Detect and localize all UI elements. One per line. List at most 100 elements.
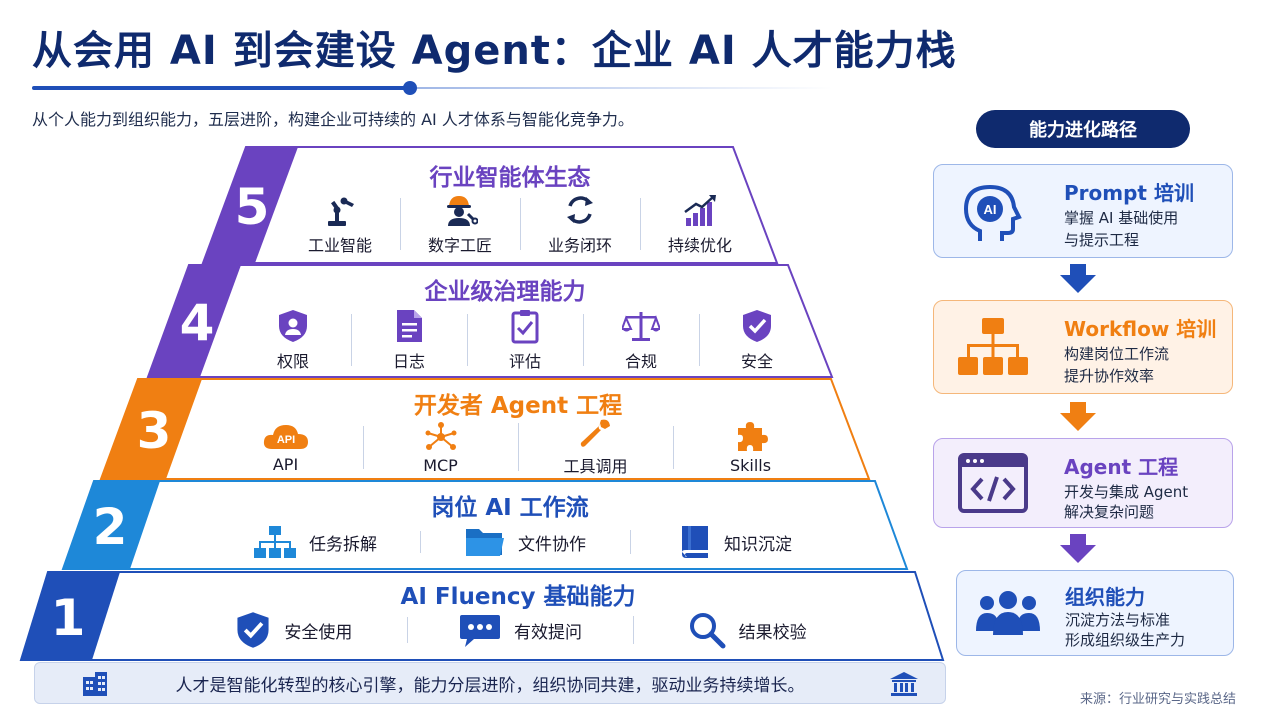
layer-5-number: 5 [234,178,270,236]
footer-banner: 人才是智能化转型的核心引擎，能力分层进阶，组织协同共建，驱动业务持续增长。 [34,662,946,704]
checklist-icon [511,310,539,344]
layer-3-item-label: Skills [729,455,772,475]
layer-2-items: 任务拆解 文件协作 知识沉淀 [210,520,840,564]
pyramid-layer-2: 2 岗位 AI 工作流 任务拆解 文件协作 [60,480,910,570]
path-card-title: 组织能力 [1065,585,1145,609]
layer-4-item-label: 权限 [276,352,309,371]
arrow-down-icon [1060,534,1096,563]
title-underline-dot [403,81,417,95]
layer-3-item-label: MCP [423,455,458,475]
layer-2-item-label: 任务拆解 [309,534,377,555]
path-card-desc-line1: 开发与集成 Agent [1064,483,1189,501]
layer-3-item-tool-calling: 工具调用 [518,417,673,477]
path-card-organization: 组织能力 沉淀方法与标准 形成组织级生产力 [956,570,1234,656]
page-title: 从会用 AI 到会建设 Agent：企业 AI 人才能力栈 [32,28,957,74]
pyramid-layer-4: 4 企业级治理能力 权限 日志 [145,264,835,378]
layer-2-item-knowledge-accumulation: 知识沉淀 [630,524,840,560]
layer-1-item-label: 安全使用 [284,622,353,643]
layer-1-item-effective-prompting: 有效提问 [406,611,634,649]
layer-4-title: 企业级治理能力 [424,279,586,305]
path-header: 能力进化路径 [976,110,1190,148]
layer-4-item-label: 评估 [508,352,541,371]
search-icon [689,613,726,649]
network-icon [425,421,456,450]
path-card-title: Agent 工程 [1064,455,1179,479]
layer-1-item-safe-use: 安全使用 [180,610,407,650]
layer-5-item-business-loop: 业务闭环 [520,192,640,256]
title-underline-fade [412,87,832,89]
path-card-title: Workflow 培训 [1064,317,1217,341]
layer-4-item-label: 安全 [740,352,773,371]
layer-3-shape [99,378,871,480]
path-card-desc-line1: 掌握 AI 基础使用 [1064,209,1179,227]
scale-icon [622,312,660,341]
layer-4-item-label: 日志 [392,352,425,371]
robot-arm-icon [328,197,354,226]
layer-1-number: 1 [50,589,86,647]
pyramid-layer-3: 3 开发者 Agent 工程 API API M [98,378,872,480]
path-card-desc-line2: 与提示工程 [1064,231,1140,249]
layer-3-item-api: API API [208,421,363,474]
layer-5-item-label: 业务闭环 [547,236,612,255]
layer-5-item-continuous-optimization: 持续优化 [640,192,760,256]
layer-3-number: 3 [136,402,172,460]
layer-2-item-file-collaboration: 文件协作 [420,525,630,559]
layer-3-item-mcp: MCP [363,420,518,475]
shield-check-icon [237,612,269,648]
layer-2-number: 2 [92,498,128,556]
path-card-desc-line1: 沉淀方法与标准 [1065,611,1171,629]
pyramid-layer-1: 1 AI Fluency 基础能力 安全使用 有效提问 结果校验 [18,571,946,661]
folder-icon [466,529,504,556]
path-card-prompt: AI Prompt 培训 掌握 AI 基础使用 与提示工程 [933,164,1233,258]
hierarchy-icon [254,526,296,558]
layer-5-item-label: 工业智能 [307,236,372,255]
layer-4-items: 权限 日志 评估 [235,308,815,372]
layer-4-item-logs: 日志 [351,308,467,372]
puzzle-icon [737,421,768,451]
svg-text:AI: AI [984,202,997,217]
arrow-down-icon [1060,402,1096,431]
layer-2-item-label: 知识沉淀 [724,534,792,555]
arrow-down-icon [1060,264,1096,293]
growth-chart-icon [684,195,716,226]
layer-5-item-industrial-ai: 工业智能 [280,192,400,256]
path-card-title: Prompt 培训 [1064,181,1194,205]
code-window-icon [958,453,1028,513]
path-card-desc-line2: 提升协作效率 [1064,367,1155,385]
building-icon [83,672,107,696]
footer-text: 人才是智能化转型的核心引擎，能力分层进阶，组织协同共建，驱动业务持续增长。 [175,675,805,696]
layer-1-items: 安全使用 有效提问 结果校验 [180,607,860,653]
layer-3-item-skills: Skills [673,420,828,475]
layer-3-items: API API MCP [208,418,828,476]
layer-1-item-label: 结果校验 [738,622,807,643]
layer-4-number: 4 [179,294,215,352]
shield-check-icon [743,310,771,342]
layer-2-item-label: 文件协作 [518,534,586,555]
layer-4-shape [146,264,834,378]
layer-5-shape [201,146,779,264]
wrench-icon [580,419,610,447]
cycle-icon [567,196,593,224]
layer-4-item-permissions: 权限 [235,308,351,372]
layer-1-item-result-verification: 结果校验 [633,610,860,650]
layer-4-item-security: 安全 [699,308,815,372]
path-card-agent: Agent 工程 开发与集成 Agent 解决复杂问题 [933,438,1233,528]
page-subtitle: 从个人能力到组织能力，五层进阶，构建企业可持续的 AI 人才体系与智能化竞争力。 [32,110,634,129]
layer-4-item-compliance: 合规 [583,308,699,372]
layer-5-item-label: 数字工匠 [427,236,492,255]
path-card-desc-line2: 形成组织级生产力 [1065,631,1186,649]
layer-5-item-label: 持续优化 [667,236,732,255]
team-icon [976,591,1040,635]
layer-3-title: 开发者 Agent 工程 [413,393,623,419]
path-card-workflow: Workflow 培训 构建岗位工作流 提升协作效率 [933,300,1233,394]
layer-3-item-label: 工具调用 [563,457,628,476]
layer-5-item-digital-craftsman: 数字工匠 [400,192,520,256]
worker-icon [447,196,478,226]
layer-2-item-task-breakdown: 任务拆解 [210,525,420,559]
book-icon [682,526,708,558]
flowchart-icon [958,318,1028,375]
layer-2-title: 岗位 AI 工作流 [431,495,589,521]
ai-head-icon: AI [963,184,1022,241]
layer-4-item-label: 合规 [624,352,657,371]
layer-5-items: 工业智能 数字工匠 业务闭环 [280,192,760,256]
